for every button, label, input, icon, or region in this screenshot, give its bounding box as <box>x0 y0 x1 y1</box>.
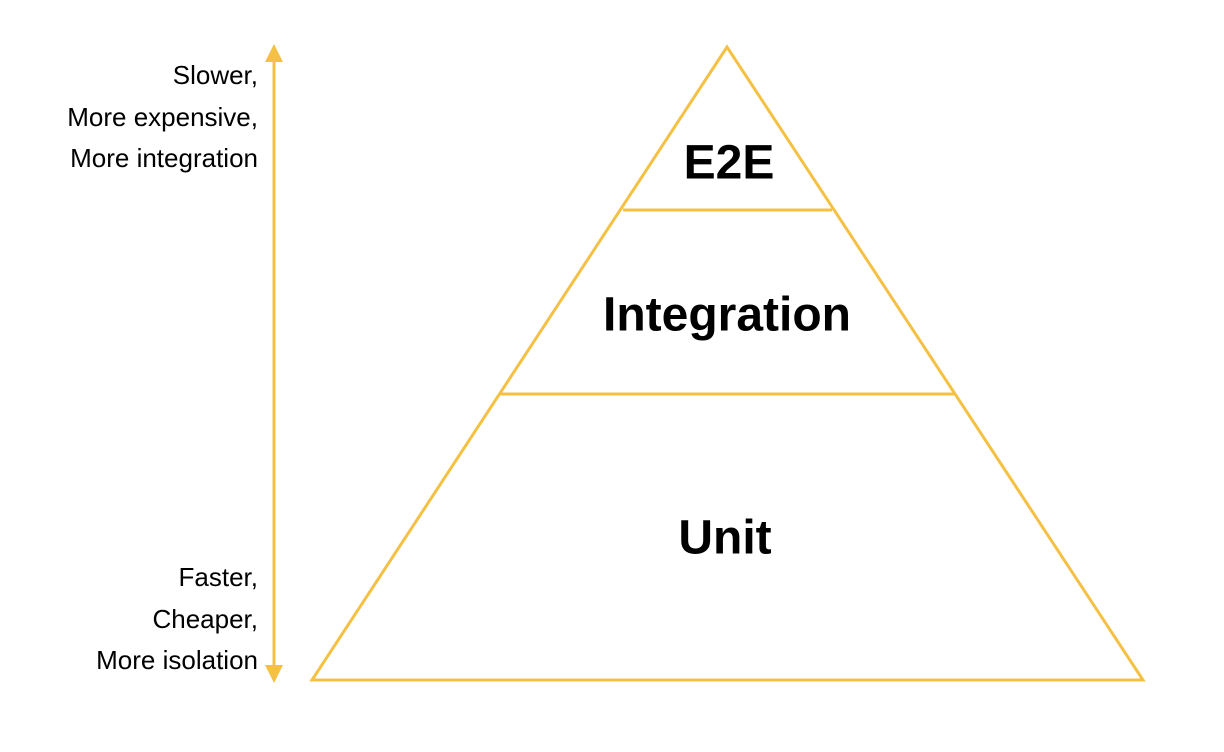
top-label: More integration <box>70 143 258 173</box>
level-e2e: E2E <box>683 136 775 190</box>
top-label: Slower, <box>172 60 258 90</box>
bottom-label: Cheaper, <box>152 603 258 634</box>
top-label: More expensive, <box>67 101 258 132</box>
level-unit: Unit <box>678 511 772 565</box>
bottom-scale-labels: Faster, Cheaper, More isolation <box>96 557 258 682</box>
pyramid-outline <box>309 44 1146 682</box>
bottom-label: Faster, <box>178 562 258 592</box>
bottom-label: More isolation <box>96 645 258 675</box>
top-scale-labels: Slower, More expensive, More integration <box>67 55 258 180</box>
level-integration: Integration <box>603 288 851 342</box>
